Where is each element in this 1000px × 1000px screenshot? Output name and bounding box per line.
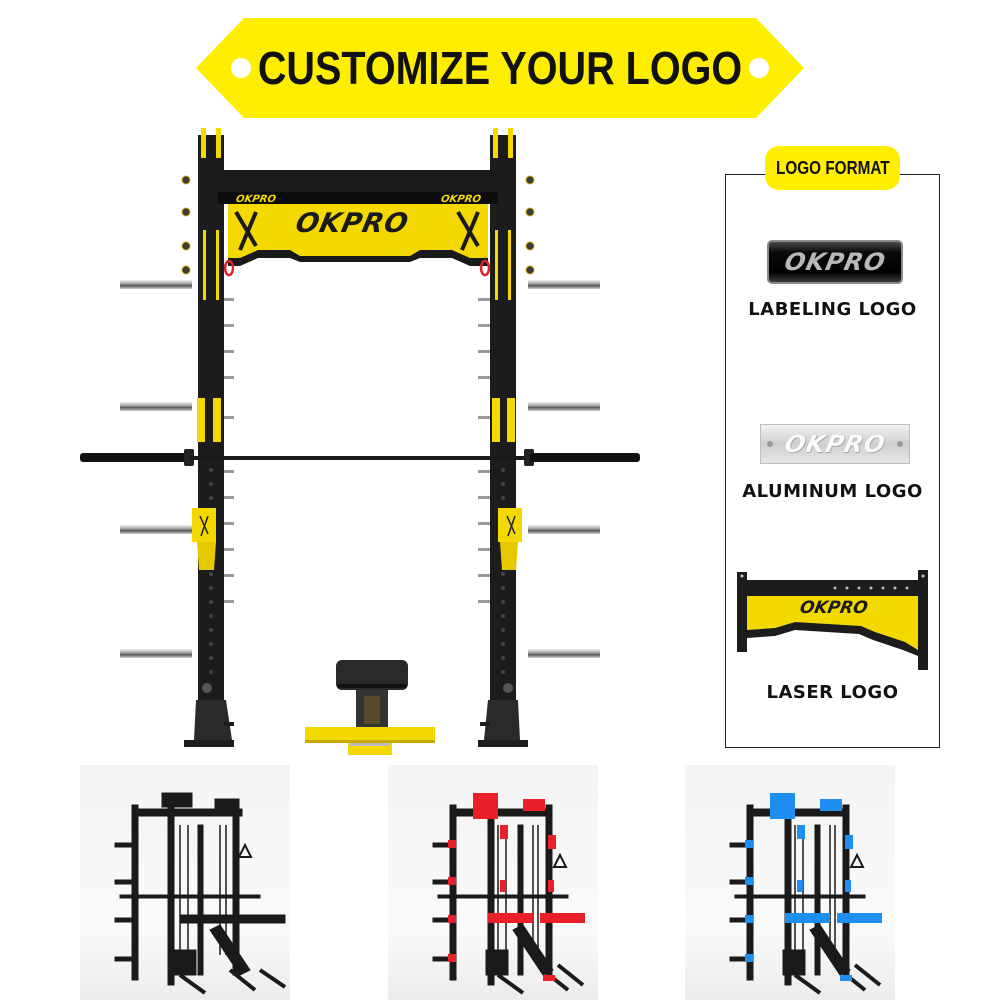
aluminum-logo-badge: OKPRO	[760, 424, 910, 464]
labeling-logo-badge: OKPRO	[767, 240, 903, 284]
screw-hole-icon	[767, 441, 773, 447]
variant-blue-photo	[685, 765, 895, 1000]
laser-logo-text: OKPRO	[798, 598, 870, 618]
variant-red-photo	[388, 765, 598, 1000]
banner-shape	[196, 18, 804, 118]
title-banner: CUSTOMIZE YOUR LOGO	[196, 18, 804, 118]
laser-logo-plate	[735, 570, 930, 680]
labeling-logo-label: LABELING LOGO	[748, 299, 917, 320]
aluminum-logo-label: ALUMINUM LOGO	[742, 481, 923, 502]
banner-title: CUSTOMIZE YOUR LOGO	[257, 42, 743, 94]
screw-hole-icon	[897, 441, 903, 447]
laser-logo-label: LASER LOGO	[766, 682, 899, 703]
rack-brand-logo-right: OKPRO	[440, 194, 482, 205]
variant-black-photo	[80, 765, 290, 1000]
rack-brand-logo-left: OKPRO	[235, 194, 277, 205]
logo-format-tag: LOGO FORMAT	[765, 146, 900, 190]
power-rack-image: OKPRO OKPRO OKPRO	[0, 120, 720, 770]
rack-brand-logo: OKPRO	[292, 208, 412, 239]
